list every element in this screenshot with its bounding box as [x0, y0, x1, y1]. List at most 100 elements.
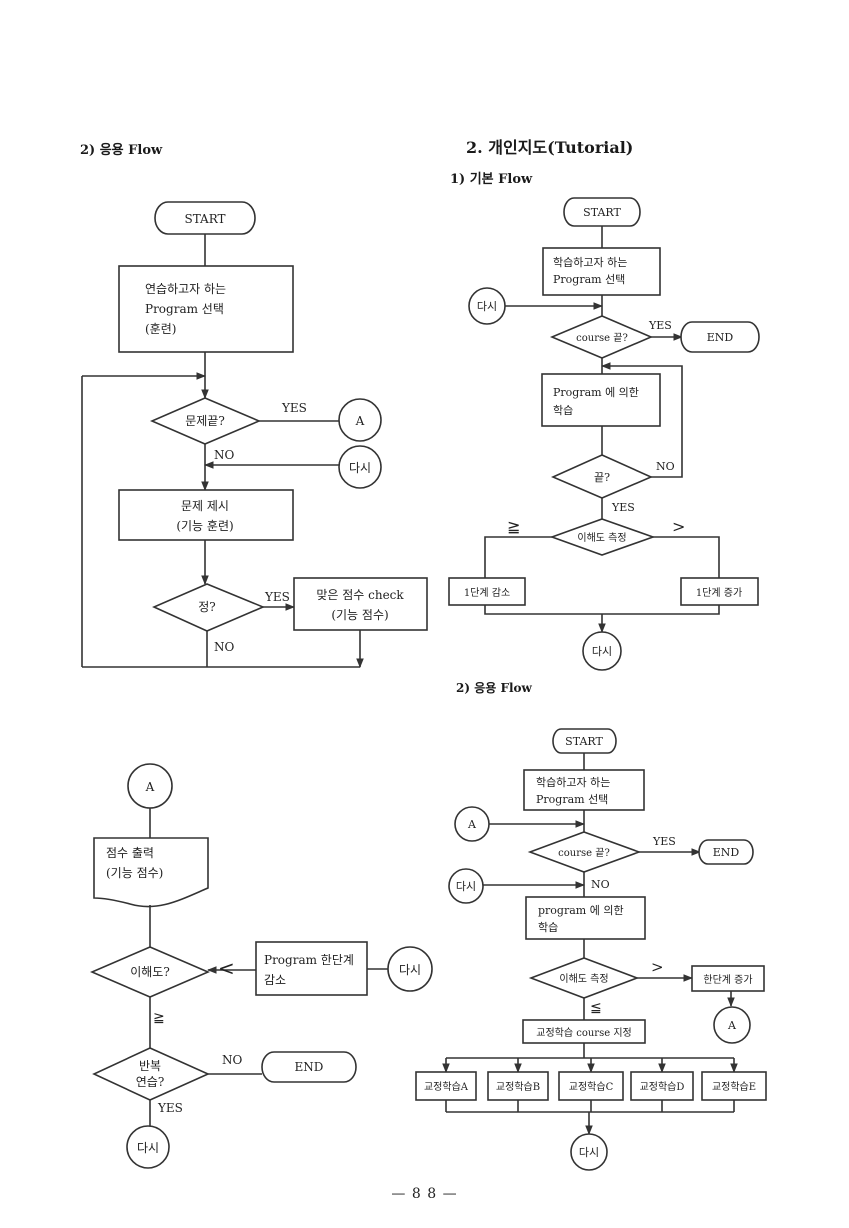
fa-connector-a	[338, 398, 382, 442]
fb-q-repeat-diamond	[92, 1047, 210, 1101]
fb-step-down-line1: Program 한단계	[264, 953, 354, 967]
fa-q-end-label: 문제끝?	[185, 414, 225, 428]
fb-gte-label: ≧	[153, 1010, 165, 1026]
fd-remedial-c-label: 교정학습C	[569, 1081, 614, 1093]
fc-connector-again2	[582, 631, 622, 671]
fc-end-label: END	[707, 331, 734, 344]
fd-learn-line2: 학습	[538, 921, 558, 934]
fc-start-terminal	[563, 197, 641, 227]
fb-q-repeat-line2: 연습?	[136, 1075, 165, 1089]
fd-start-terminal	[552, 728, 617, 754]
fd-no-label: NO	[591, 878, 610, 891]
fd-up-box	[691, 965, 765, 992]
fd-lte-label: ≦	[590, 1000, 602, 1016]
fa-connector-again	[338, 445, 382, 489]
fa-q-correct-label: 정?	[198, 600, 215, 614]
fd-q-measure-label: 이해도 측정	[559, 972, 608, 985]
fb-no-label: NO	[222, 1053, 243, 1067]
fd-connector-again	[448, 868, 484, 904]
fc-start-label: START	[583, 206, 621, 219]
fa-select-line1: 연습하고자 하는	[145, 282, 226, 296]
fd-yes-label: YES	[652, 835, 676, 848]
fb-output-document	[93, 837, 209, 908]
fc-down-label: 1단계 감소	[464, 587, 510, 599]
fb-end-terminal	[261, 1051, 357, 1083]
fc-q-course-label: course 끝?	[576, 332, 628, 344]
fb-less-label: <	[218, 956, 235, 980]
fd-connector-again2-label: 다시	[579, 1146, 599, 1159]
fc-down-box	[448, 577, 526, 606]
left-applied-flow-heading: 2) 응용 Flow	[80, 143, 163, 158]
fc-learn-box	[541, 373, 661, 427]
fd-remedial-e-label: 교정학습E	[712, 1081, 756, 1093]
fc-connector-again2-label: 다시	[592, 645, 612, 658]
fc-learn-line1: Program 에 의한	[553, 386, 639, 399]
fb-output-line1: 점수 출력	[106, 846, 154, 860]
fd-up-label: 한단계 증가	[703, 974, 752, 986]
fc-no-label: NO	[656, 460, 675, 473]
fd-remedial-d-label: 교정학습D	[640, 1081, 685, 1093]
fa-score-check-box	[293, 577, 428, 631]
fa-present-box	[118, 489, 294, 541]
fd-remedial-e-box	[701, 1071, 767, 1101]
fa-connector-again-label: 다시	[349, 461, 371, 475]
fa-yes2-label: YES	[264, 590, 290, 604]
fb-q-understand-label: 이해도?	[130, 965, 170, 979]
fd-select-box	[523, 769, 645, 811]
fd-connector-a2	[713, 1006, 751, 1044]
fc-connector-again-label: 다시	[477, 300, 497, 313]
flow-b: A 점수 출력 (기능 점수) 이해도? < Program 한단계 감소 다시…	[89, 763, 433, 1169]
fc-q-measure-diamond	[549, 518, 656, 556]
fa-select-box	[118, 265, 294, 353]
fc-learn-line2: 학습	[553, 404, 573, 417]
fb-connector-again2	[126, 1125, 170, 1169]
fc-yes-label: YES	[648, 319, 672, 332]
fd-end-label: END	[713, 846, 740, 859]
fa-start-terminal	[154, 201, 256, 235]
fb-output-line2: (기능 점수)	[106, 866, 163, 880]
fa-select-line2: Program 선택	[145, 302, 224, 316]
fd-select-line2: Program 선택	[536, 793, 608, 806]
fc-up-label: 1단계 증가	[696, 587, 742, 599]
fd-learn-box	[525, 896, 646, 940]
fd-remedial-d-box	[630, 1071, 694, 1101]
fa-no2-label: NO	[214, 640, 235, 654]
fc-gt-label: >	[672, 517, 685, 536]
fd-learn-line1: program 에 의한	[538, 904, 624, 917]
flow-a: START 연습하고자 하는 Program 선택 (훈련) 문제끝? YES …	[81, 201, 428, 668]
tutorial-basic-flow-heading: 1) 기본 Flow	[450, 172, 533, 187]
fb-q-repeat-line1: 반복	[139, 1059, 161, 1073]
fa-connector-a-label: A	[355, 414, 365, 428]
fd-remedial-b-box	[487, 1071, 549, 1101]
fd-connector-again2	[570, 1133, 608, 1171]
fd-q-course-label: course 끝?	[558, 847, 610, 859]
fc-select-line2: Program 선택	[553, 273, 625, 286]
fa-score-check-line1: 맞은 점수 check	[316, 588, 404, 602]
fa-score-check-line2: (기능 점수)	[331, 608, 388, 622]
fb-yes-label: YES	[157, 1101, 183, 1115]
fd-gt-label: >	[651, 958, 664, 976]
tutorial-title: 2. 개인지도(Tutorial)	[466, 138, 634, 157]
fd-remedial-c-box	[558, 1071, 624, 1101]
fd-start-label: START	[565, 735, 603, 748]
fa-select-line3: (훈련)	[145, 322, 176, 336]
fd-end-terminal	[698, 839, 754, 865]
fb-connector-again-label: 다시	[399, 963, 421, 977]
fa-present-line1: 문제 제시	[181, 499, 229, 513]
fb-end-label: END	[295, 1060, 324, 1074]
fa-start-label: START	[184, 212, 225, 226]
fd-connector-a-label: A	[467, 818, 477, 831]
fd-connector-a2-label: A	[727, 1019, 737, 1032]
fd-remedial-a-label: 교정학습A	[424, 1081, 469, 1093]
page-number: — 8 8 —	[391, 1186, 458, 1202]
fc-gte-label: ≧	[507, 517, 520, 536]
tutorial-applied-flow-heading: 2) 응용 Flow	[456, 681, 532, 695]
fd-connector-again-label: 다시	[456, 880, 476, 893]
fa-present-line2: (기능 훈련)	[176, 519, 233, 533]
fd-select-line1: 학습하고자 하는	[536, 775, 610, 789]
fb-step-down-line2: 감소	[264, 973, 286, 987]
fb-connector-a-label: A	[145, 780, 155, 794]
fc-q-measure-label: 이해도 측정	[577, 531, 626, 544]
fb-connector-again	[387, 946, 433, 992]
